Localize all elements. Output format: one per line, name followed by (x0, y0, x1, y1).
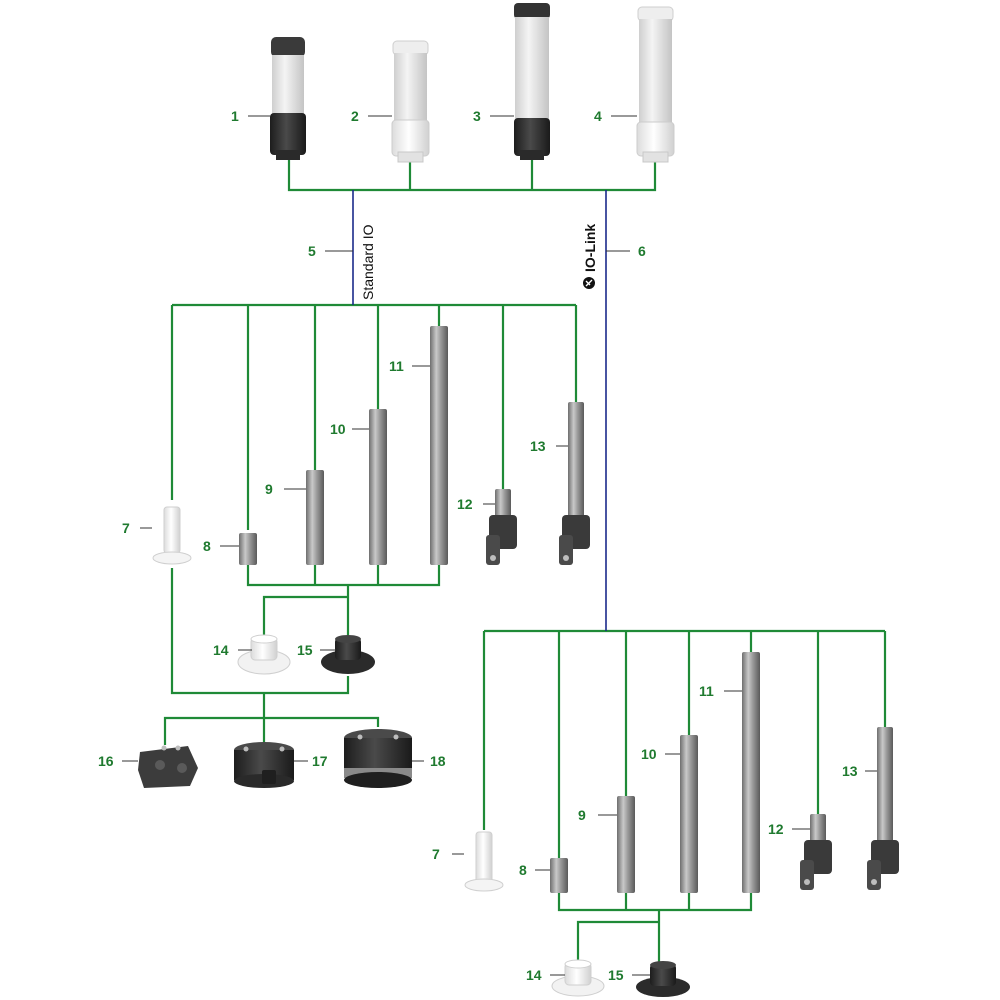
tube-icon (369, 409, 387, 565)
tube-icon (430, 326, 448, 565)
connector-lines (163, 160, 887, 968)
callout-9: 9 (265, 481, 273, 497)
short-tube-icon (239, 533, 257, 565)
tower-light-black-short-icon (270, 37, 306, 160)
callout-2: 2 (351, 108, 359, 124)
callout-11: 11 (389, 358, 404, 374)
callout-8: 8 (519, 862, 527, 878)
io-link-label: IO-Link (582, 224, 598, 272)
mounting-box-icon (234, 742, 294, 788)
callout-14: 14 (213, 642, 229, 658)
callout-16: 16 (98, 753, 114, 769)
bracket-tube-long-icon (559, 402, 590, 565)
wall-bracket-icon (138, 745, 198, 788)
callout-15: 15 (608, 967, 624, 983)
short-tube-icon (550, 858, 568, 893)
mounting-box-with-seal-icon (344, 729, 412, 788)
callout-18: 18 (430, 753, 446, 769)
callout-10: 10 (330, 421, 346, 437)
callout-14: 14 (526, 967, 542, 983)
white-base-icon (237, 634, 291, 675)
standard-io-label: Standard IO (360, 224, 376, 300)
tube-icon (742, 652, 760, 893)
io-link-logo-icon (583, 277, 595, 289)
callout-5: 5 (308, 243, 316, 259)
white-mounting-pole-icon (152, 506, 192, 565)
callout-6: 6 (638, 243, 646, 259)
callout-7: 7 (432, 846, 440, 862)
callout-8: 8 (203, 538, 211, 554)
callout-10: 10 (641, 746, 657, 762)
black-base-icon (636, 961, 690, 997)
bracket-tube-short-icon (486, 489, 517, 565)
white-mounting-pole-icon (464, 831, 504, 892)
callout-3: 3 (473, 108, 481, 124)
callout-4: 4 (594, 108, 602, 124)
callout-7: 7 (122, 520, 130, 536)
callout-11: 11 (699, 683, 714, 699)
callout-12: 12 (768, 821, 784, 837)
tower-light-white-tall-icon (636, 6, 675, 163)
white-base-icon (551, 959, 605, 997)
tube-icon (680, 735, 698, 893)
black-base-icon (321, 635, 375, 674)
callout-13: 13 (842, 763, 858, 779)
tube-icon (306, 470, 324, 565)
bracket-tube-short-icon (800, 814, 832, 890)
bus-lines (352, 190, 607, 631)
tower-light-white-short-icon (391, 40, 430, 163)
tube-icon (617, 796, 635, 893)
callout-leaders (122, 115, 877, 976)
callout-15: 15 (297, 642, 313, 658)
callout-12: 12 (457, 496, 473, 512)
callout-13: 13 (530, 438, 546, 454)
bracket-tube-long-icon (867, 727, 899, 890)
callout-17: 17 (312, 753, 328, 769)
callout-1: 1 (231, 108, 239, 124)
tower-light-black-tall-icon (514, 3, 550, 160)
callout-9: 9 (578, 807, 586, 823)
